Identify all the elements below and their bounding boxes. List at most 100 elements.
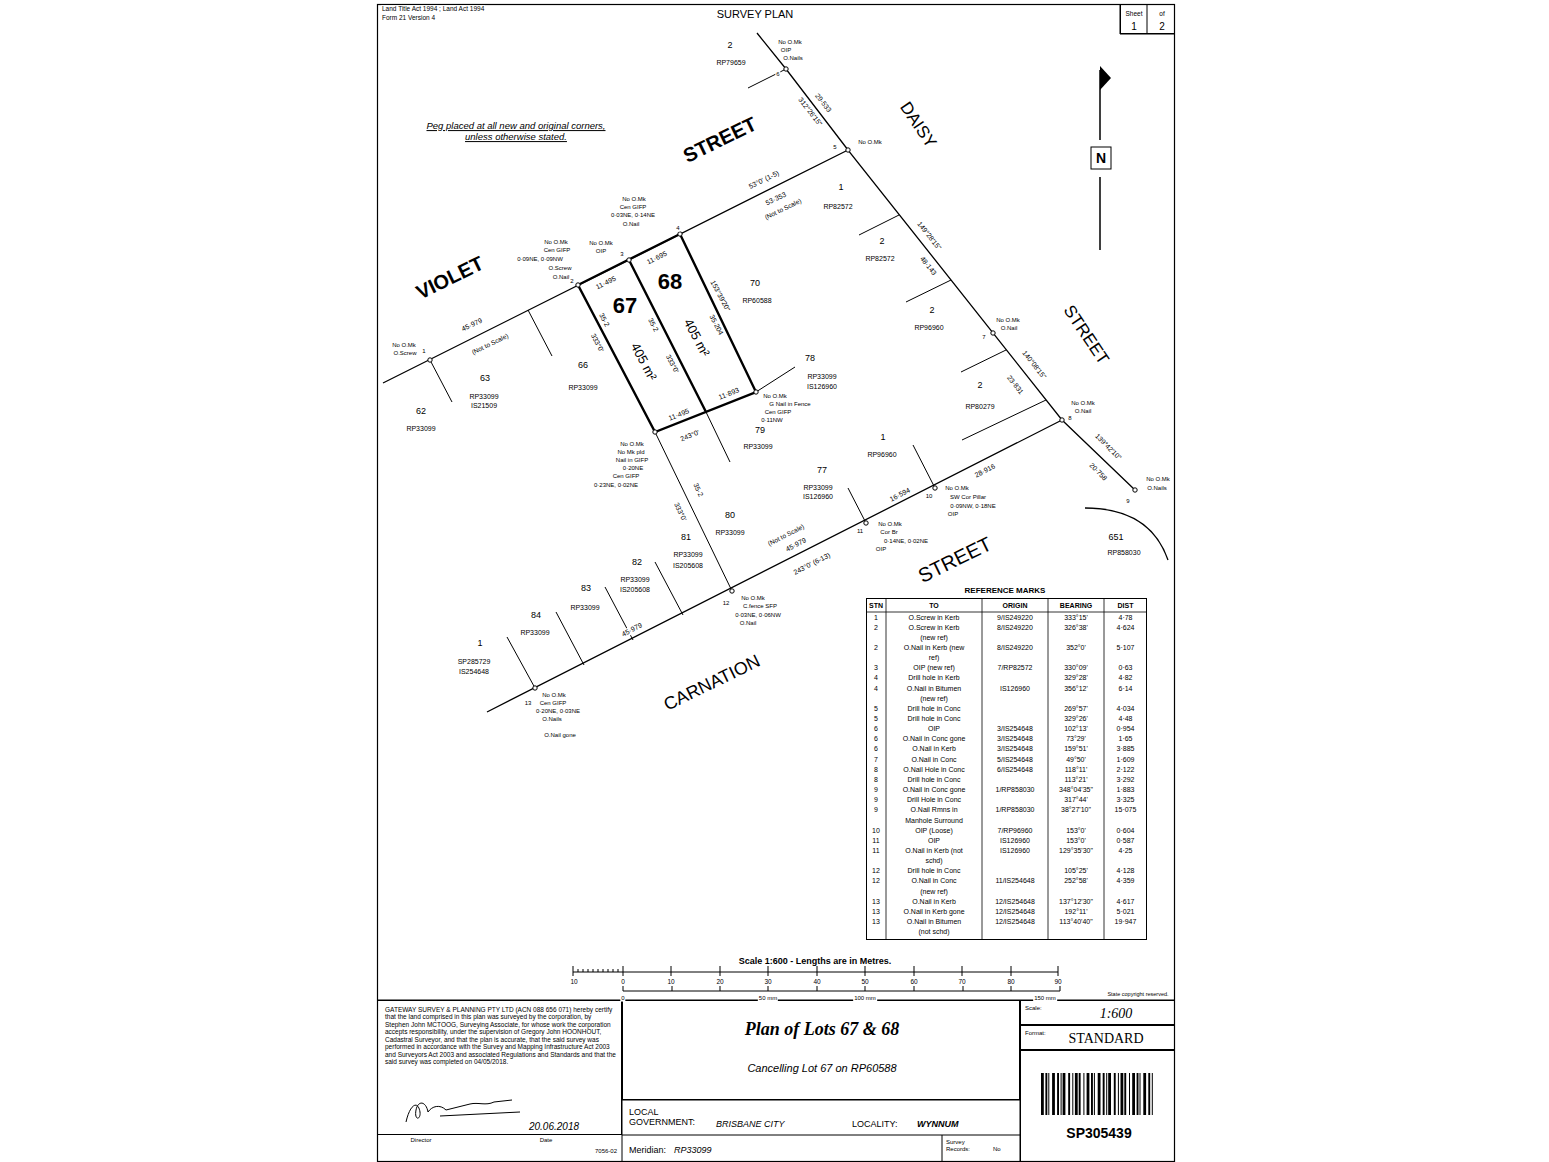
table-cell: 5/IS254648 (983, 755, 1047, 765)
table-cell: 118°11' (1049, 765, 1103, 775)
map-label: IS21509 (470, 402, 498, 410)
barcode-bar (1063, 1073, 1066, 1115)
map-label: IS205608 (672, 562, 704, 570)
box-text: 1 (1131, 21, 1137, 33)
map-label: 80 (724, 510, 736, 520)
table-cell: 137°12'30" (1049, 897, 1103, 907)
table-cell: 159°51' (1049, 744, 1103, 754)
box-text: 2 (1159, 21, 1165, 33)
map-label: No O.Mk (619, 441, 645, 448)
table-cell: 269°57' (1049, 704, 1103, 714)
map-label: No Mk pld (616, 449, 645, 456)
table-cell: 4·617 (1105, 897, 1146, 907)
table-cell: O.Nail in Bitumen (new ref) (903, 684, 965, 704)
table-cell: 49°50' (1049, 755, 1103, 765)
table-cell: 192°11' (1049, 907, 1103, 917)
map-label: Survey Records: (945, 1139, 977, 1153)
map-label: O.Nail gone (543, 732, 577, 739)
table-cell: 1/RP858030 (983, 805, 1047, 815)
map-label: 139°42'10" (1092, 431, 1123, 462)
box-text: Cancelling Lot 67 on RP60588 (747, 1062, 896, 1075)
map-label: RP96960 (866, 451, 897, 459)
map-label: 0·23NE, 0·02NE (593, 482, 639, 489)
map-label: RP33099 (673, 1145, 713, 1155)
table-cell: 356°12' (1049, 684, 1103, 694)
title-block-grid (377, 4, 1175, 1162)
map-label: Cor Br (879, 529, 898, 536)
barcode (1041, 1073, 1156, 1115)
map-label: 45·979 (620, 621, 645, 639)
table-cell: 333°15' (1049, 613, 1103, 623)
barcode-bar (1072, 1073, 1073, 1115)
table-cell: OIP (887, 724, 981, 734)
map-label: O.Nail (1000, 325, 1019, 332)
map-label: LOCAL GOVERNMENT: (628, 1107, 702, 1128)
map-label: 2 (569, 278, 574, 285)
barcode-bar (1057, 1073, 1059, 1115)
map-label: 70 (957, 978, 966, 985)
table-cell: 352°0' (1049, 643, 1103, 653)
table-cell: 2·122 (1105, 765, 1146, 775)
barcode-bar (1121, 1073, 1124, 1115)
map-label: 81 (680, 532, 692, 542)
map-label: 0·20NE (622, 465, 644, 472)
table-cell: 4·034 (1105, 704, 1146, 714)
barcode-bar (1091, 1073, 1093, 1115)
map-label: 5 (832, 144, 837, 151)
table-cell: 19·947 (1105, 917, 1146, 927)
table-cell: 330°09' (1049, 663, 1103, 673)
box-text: Format: (1025, 1030, 1046, 1037)
table-cell: 6·14 (1105, 684, 1146, 694)
map-label: 0 (620, 978, 626, 985)
table-cell: O.Nail Hole in Conc (887, 765, 981, 775)
table-cell: 4 (867, 673, 885, 683)
map-label: O.Screw (392, 350, 417, 357)
table-cell: 1 (867, 613, 885, 623)
map-label: RP858030 (1106, 549, 1141, 557)
map-label: 16·594 (888, 486, 913, 504)
barcode-bar (1114, 1073, 1116, 1115)
table-cell: 7/RP96960 (983, 826, 1047, 836)
map-label: 63 (479, 373, 491, 383)
map-label: 2 (976, 380, 983, 390)
table-cell: 0·63 (1105, 663, 1146, 673)
map-label: RP82572 (822, 203, 853, 211)
table-cell: 113°40'40" (1049, 917, 1103, 927)
format-box: Format:STANDARD (1020, 1025, 1175, 1050)
table-cell: 9 (867, 805, 885, 815)
map-label: WYNNUM (916, 1119, 960, 1129)
map-label: (Not to Scale) (470, 331, 511, 356)
table-cell: 13 (867, 897, 885, 907)
station-mark (678, 232, 682, 236)
table-cell: 1·883 (1105, 785, 1146, 795)
survey-stations (428, 67, 1137, 690)
map-label: 11 (856, 528, 864, 535)
map-label: RP82572 (864, 255, 895, 263)
map-label: OIP (780, 47, 792, 54)
table-cell: 4·359 (1105, 876, 1146, 886)
map-label: RP33099 (405, 425, 436, 433)
map-label: 20·758 (1087, 461, 1110, 484)
map-label: Nail in GIFP (615, 457, 649, 464)
station-mark (864, 521, 868, 525)
table-cell: 12/IS254648 (983, 907, 1047, 917)
barcode-bar (1132, 1073, 1135, 1115)
map-label: 84 (530, 610, 542, 620)
table-cell: 15·075 (1105, 805, 1146, 815)
table-cell: BEARING (1049, 599, 1103, 612)
map-label: RP33099 (714, 529, 745, 537)
table-cell: 4·25 (1105, 846, 1146, 856)
box-text: Plan of Lots 67 & 68 (745, 1019, 900, 1040)
barcode-bar (1148, 1073, 1150, 1115)
map-label: N (1095, 150, 1107, 166)
table-cell: 7/RP82572 (983, 663, 1047, 673)
map-label: RP33099 (519, 629, 550, 637)
box-text: SP305439 (1066, 1125, 1131, 1141)
sheet-box: Sheet1of2 (1120, 4, 1175, 34)
table-cell: 5·107 (1105, 643, 1146, 653)
map-label: RP33099 (742, 443, 773, 451)
map-label: 0·14NE, 0·02NE (883, 538, 929, 545)
map-label: No O.Mk (588, 240, 614, 247)
map-label: 0·09NW, 0·18NE (949, 503, 996, 510)
map-label: 45·979 (460, 316, 485, 334)
